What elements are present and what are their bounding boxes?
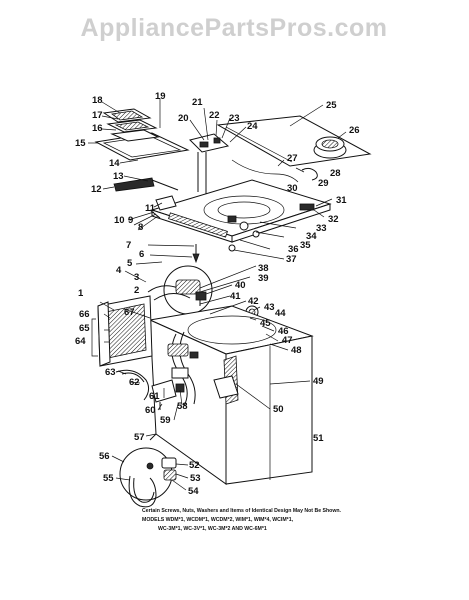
callout-43: 43 xyxy=(264,302,275,313)
callout-57: 57 xyxy=(134,432,145,443)
callout-60: 60 xyxy=(145,405,156,416)
callout-28: 28 xyxy=(330,168,341,179)
callout-11: 11 xyxy=(145,203,156,214)
callout-31: 31 xyxy=(336,195,347,206)
callout-24: 24 xyxy=(247,121,258,132)
callout-46: 46 xyxy=(278,326,289,337)
callout-6: 6 xyxy=(139,249,144,260)
callout-22: 22 xyxy=(209,110,220,121)
callout-26: 26 xyxy=(349,125,360,136)
callout-labels: 18 19 17 16 15 14 13 12 11 10 9 8 7 6 5 … xyxy=(75,91,360,497)
callout-27: 27 xyxy=(287,153,298,164)
callout-23: 23 xyxy=(229,113,240,124)
callout-59: 59 xyxy=(160,415,171,426)
callout-4: 4 xyxy=(116,265,122,276)
callout-17: 17 xyxy=(92,110,103,121)
callout-21: 21 xyxy=(192,97,203,108)
callout-45: 45 xyxy=(260,318,271,329)
callout-49: 49 xyxy=(313,376,324,387)
callout-32: 32 xyxy=(328,214,339,225)
callout-29: 29 xyxy=(318,178,329,189)
control-console-group xyxy=(94,108,372,200)
callout-58: 58 xyxy=(177,401,188,412)
callout-56: 56 xyxy=(99,451,110,462)
callout-52: 52 xyxy=(189,460,200,471)
callout-42: 42 xyxy=(248,296,259,307)
callout-2: 2 xyxy=(134,285,139,296)
callout-50: 50 xyxy=(273,404,284,415)
callout-3: 3 xyxy=(134,272,139,283)
callout-41: 41 xyxy=(230,291,241,302)
callout-66: 66 xyxy=(79,309,90,320)
callout-38: 38 xyxy=(258,263,269,274)
callout-44: 44 xyxy=(275,308,286,319)
models-footnote: Certain Screws, Nuts, Washers and Items … xyxy=(142,508,342,532)
callout-9: 9 xyxy=(128,215,133,226)
callout-18: 18 xyxy=(92,95,103,106)
cabinet-group xyxy=(97,295,314,485)
callout-20: 20 xyxy=(178,113,189,124)
callout-19: 19 xyxy=(155,91,166,102)
footnote-line-1: Certain Screws, Nuts, Washers and Items … xyxy=(142,508,342,514)
watermark-text: AppliancePartsPros.com xyxy=(81,14,388,42)
footnote-line-2: MODELS WDM*1, WCDM*1, WCDM*2, WIM*1, WIM… xyxy=(142,517,294,523)
top-cover-group xyxy=(149,179,332,264)
callout-64: 64 xyxy=(75,336,86,347)
callout-62: 62 xyxy=(129,377,140,388)
callout-55: 55 xyxy=(103,473,114,484)
callout-15: 15 xyxy=(75,138,86,149)
callout-14: 14 xyxy=(109,158,120,169)
hose-assembly-group xyxy=(119,447,177,508)
callout-10: 10 xyxy=(114,215,125,226)
callout-53: 53 xyxy=(190,473,201,484)
callout-61: 61 xyxy=(149,391,160,402)
callout-1: 1 xyxy=(78,288,84,299)
callout-47: 47 xyxy=(282,335,293,346)
callout-33: 33 xyxy=(316,223,327,234)
callout-16: 16 xyxy=(92,123,103,134)
callout-67: 67 xyxy=(124,307,135,318)
callout-25: 25 xyxy=(326,100,337,111)
callout-51: 51 xyxy=(313,433,324,444)
footnote-line-3: WC-3M*1, WC-3V*1, WC-3M*2 AND WC-6M*1 xyxy=(158,526,267,532)
callout-63: 63 xyxy=(105,367,116,378)
callout-5: 5 xyxy=(127,258,133,269)
callout-54: 54 xyxy=(188,486,199,497)
callout-65: 65 xyxy=(79,323,90,334)
callout-36: 36 xyxy=(288,244,299,255)
callout-13: 13 xyxy=(113,171,124,182)
callout-8: 8 xyxy=(138,222,143,233)
callout-48: 48 xyxy=(291,345,302,356)
callout-35: 35 xyxy=(300,240,311,251)
callout-39: 39 xyxy=(258,273,269,284)
leader-lines xyxy=(88,98,347,491)
callout-30: 30 xyxy=(287,183,298,194)
callout-7: 7 xyxy=(126,240,131,251)
callout-34: 34 xyxy=(306,231,317,242)
callout-40: 40 xyxy=(235,280,246,291)
callout-12: 12 xyxy=(91,184,102,195)
callout-37: 37 xyxy=(286,254,297,265)
